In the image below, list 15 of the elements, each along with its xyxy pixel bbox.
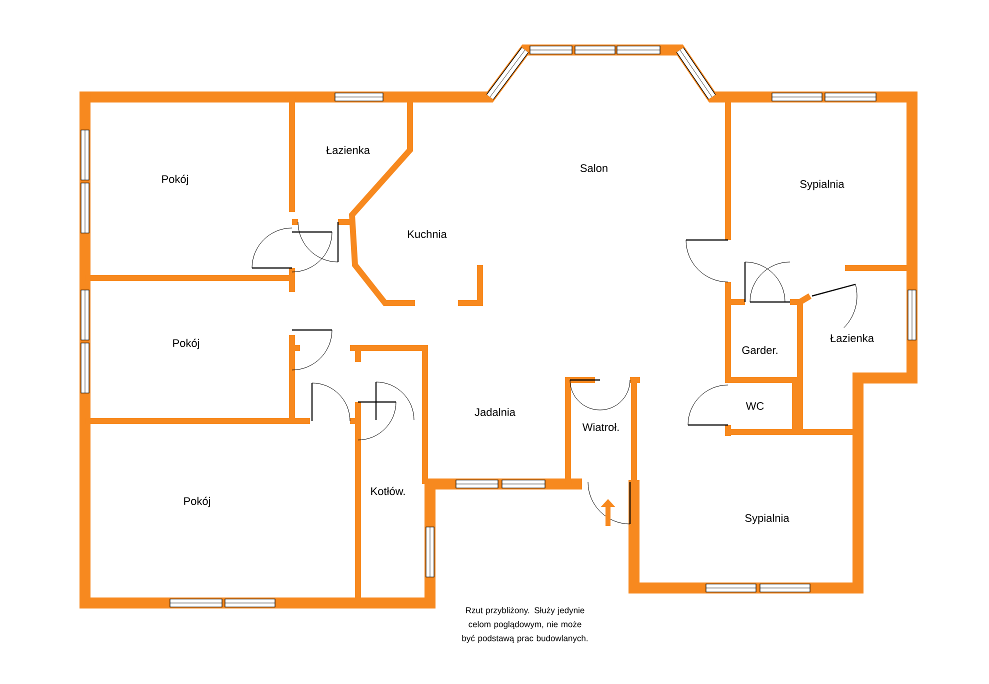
disclaimer-note: Rzut przybliżony. Służy jedynie celom poglądowym, nie może być podstawą prac budowlanych. — [462, 607, 588, 643]
room-label: Kuchnia — [408, 230, 447, 238]
room-label: Garder. — [742, 346, 778, 354]
room-label: Sypialnia — [745, 514, 790, 524]
room-label: Pokój — [173, 338, 200, 350]
room-label: Łazienka — [830, 334, 874, 342]
room-label: Kotłów. — [371, 486, 405, 496]
room-label: Łazienka — [326, 146, 370, 154]
room-label: Pokój — [162, 174, 188, 186]
room-label: Sypialnia — [800, 180, 844, 190]
room-label: Wiatroł. — [582, 422, 619, 432]
room-label: Pokój — [184, 496, 210, 508]
room-label: WC — [746, 402, 764, 410]
room-label: Jadalnia — [474, 408, 516, 416]
room-label: Salon — [580, 164, 608, 172]
